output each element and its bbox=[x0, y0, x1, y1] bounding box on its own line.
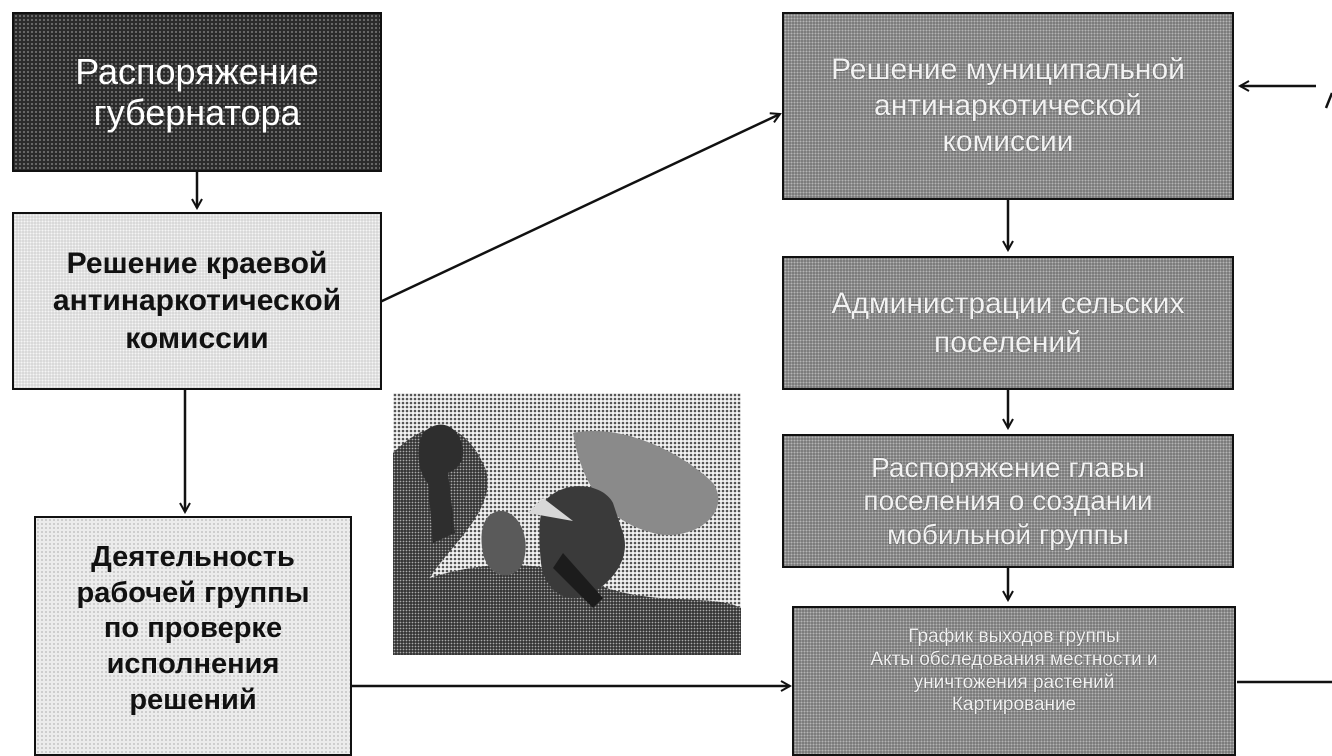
governor-order-line-1: Распоряжение bbox=[75, 50, 319, 92]
head-order-box: Распоряжение главы поселения о создании … bbox=[782, 434, 1234, 568]
regional-commission-line-2: антинаркотической bbox=[52, 284, 342, 318]
documents-line-2: Акты обследования местности и bbox=[870, 648, 1158, 670]
head-order-line-2: поселения о создании bbox=[863, 485, 1153, 517]
governor-order-box: Распоряжение губернатора bbox=[12, 12, 382, 172]
documents-line-4: Картирование bbox=[951, 694, 1077, 716]
documents-line-1: График выходов группы bbox=[908, 626, 1120, 647]
municipal-commission-line-1: Решение муниципальной bbox=[831, 53, 1185, 86]
municipal-commission-line-2: антинаркотической bbox=[874, 89, 1142, 122]
rural-admin-line-1: Администрации сельских bbox=[831, 287, 1185, 320]
working-group-line-3: по проверке bbox=[103, 612, 283, 645]
documents-box: График выходов группы Акты обследования … bbox=[792, 606, 1236, 756]
working-group-line-1: Деятельность bbox=[91, 541, 295, 573]
municipal-commission-line-3: комиссии bbox=[942, 125, 1074, 158]
working-group-line-4: исполнения bbox=[106, 647, 280, 680]
field-workers-photo bbox=[393, 393, 741, 655]
municipal-commission-box: Решение муниципальной антинаркотической … bbox=[782, 12, 1234, 200]
arrow-regional-to-municipal bbox=[379, 114, 780, 304]
regional-commission-line-3: комиссии bbox=[125, 321, 269, 355]
working-group-box: Деятельность рабочей группы по проверке … bbox=[34, 516, 352, 756]
regional-commission-line-1: Решение краевой bbox=[66, 246, 328, 280]
head-order-line-1: Распоряжение главы bbox=[871, 451, 1145, 483]
working-group-line-2: рабочей группы bbox=[76, 576, 310, 609]
rural-admin-box: Администрации сельских поселений bbox=[782, 256, 1234, 390]
working-group-line-5: решений bbox=[129, 683, 257, 716]
edge-mark bbox=[1324, 92, 1332, 109]
rural-admin-line-2: поселений bbox=[934, 326, 1082, 359]
regional-commission-box: Решение краевой антинаркотической комисс… bbox=[12, 212, 382, 390]
head-order-line-3: мобильной группы bbox=[887, 518, 1129, 550]
documents-line-3: уничтожения растений bbox=[913, 671, 1115, 693]
governor-order-line-2: губернатора bbox=[93, 92, 301, 133]
